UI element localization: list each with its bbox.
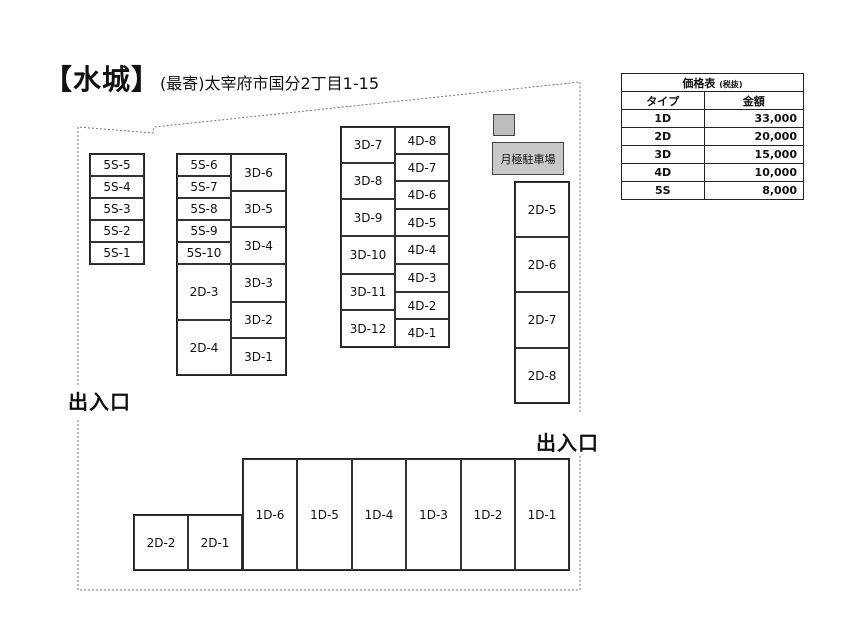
unit-4d-2[interactable]: 4D-2 xyxy=(395,292,449,319)
price-amount: 33,000 xyxy=(703,109,805,128)
unit-4d-6[interactable]: 4D-6 xyxy=(395,181,449,209)
unit-5s-5[interactable]: 5S-5 xyxy=(90,154,144,176)
unit-1d-3[interactable]: 1D-3 xyxy=(406,459,461,570)
unit-5s-8[interactable]: 5S-8 xyxy=(177,198,231,220)
price-row: 5S 8,000 xyxy=(621,181,805,200)
price-table: 価格表 (税抜) タイプ 金額 1D 33,000 2D 20,000 3D 1… xyxy=(621,73,805,200)
unit-1d-1[interactable]: 1D-1 xyxy=(515,459,569,570)
unit-5s-3[interactable]: 5S-3 xyxy=(90,198,144,220)
unit-3d-12[interactable]: 3D-12 xyxy=(341,310,395,347)
unit-3d-1[interactable]: 3D-1 xyxy=(231,338,286,375)
unit-4d-7[interactable]: 4D-7 xyxy=(395,154,449,181)
entrance-left: 出入口 xyxy=(68,390,131,414)
price-amount: 15,000 xyxy=(703,145,805,164)
price-row: 3D 15,000 xyxy=(621,145,805,164)
unit-2d-2[interactable]: 2D-2 xyxy=(134,515,188,570)
unit-5s-10[interactable]: 5S-10 xyxy=(177,242,231,264)
price-row: 4D 10,000 xyxy=(621,163,805,182)
unit-3d-10[interactable]: 3D-10 xyxy=(341,236,395,274)
price-amount: 8,000 xyxy=(703,181,805,200)
unit-1d-4[interactable]: 1D-4 xyxy=(352,459,406,570)
price-amount: 20,000 xyxy=(703,127,805,146)
price-table-col-type: タイプ xyxy=(621,91,705,110)
unit-3d-7[interactable]: 3D-7 xyxy=(341,127,395,163)
site-name: 【水城】 xyxy=(44,63,161,96)
unit-2d-1[interactable]: 2D-1 xyxy=(188,515,242,570)
unit-5s-4[interactable]: 5S-4 xyxy=(90,176,144,198)
unit-2d-3[interactable]: 2D-3 xyxy=(177,264,231,320)
price-table-col-amount: 金額 xyxy=(703,91,805,110)
price-amount: 10,000 xyxy=(703,163,805,182)
price-row: 1D 33,000 xyxy=(621,109,805,128)
price-table-title: 価格表 (税抜) xyxy=(621,73,804,92)
price-type: 2D xyxy=(621,127,705,146)
unit-3d-11[interactable]: 3D-11 xyxy=(341,274,395,310)
unit-3d-3[interactable]: 3D-3 xyxy=(231,264,286,302)
unit-4d-4[interactable]: 4D-4 xyxy=(395,236,449,264)
unit-2d-6[interactable]: 2D-6 xyxy=(515,237,569,292)
unit-1d-5[interactable]: 1D-5 xyxy=(297,459,352,570)
unit-4d-8[interactable]: 4D-8 xyxy=(395,127,449,154)
unit-3d-2[interactable]: 3D-2 xyxy=(231,302,286,338)
unit-5s-2[interactable]: 5S-2 xyxy=(90,220,144,242)
unit-5s-1[interactable]: 5S-1 xyxy=(90,242,144,264)
unit-4d-3[interactable]: 4D-3 xyxy=(395,264,449,292)
unit-3d-5[interactable]: 3D-5 xyxy=(231,191,286,227)
unit-4d-1[interactable]: 4D-1 xyxy=(395,319,449,347)
unit-2d-5[interactable]: 2D-5 xyxy=(515,182,569,237)
price-type: 4D xyxy=(621,163,705,182)
unit-5s-9[interactable]: 5S-9 xyxy=(177,220,231,242)
page-title: 【水城】(最寄)太宰府市国分2丁目1-15 xyxy=(44,58,379,98)
unit-3d-8[interactable]: 3D-8 xyxy=(341,163,395,199)
unit-1d-6[interactable]: 1D-6 xyxy=(243,459,297,570)
unit-5s-7[interactable]: 5S-7 xyxy=(177,176,231,198)
unit-3d-9[interactable]: 3D-9 xyxy=(341,199,395,236)
price-type: 1D xyxy=(621,109,705,128)
unit-4d-5[interactable]: 4D-5 xyxy=(395,209,449,236)
unit-2d-8[interactable]: 2D-8 xyxy=(515,348,569,403)
price-type: 5S xyxy=(621,181,705,200)
unit-3d-6[interactable]: 3D-6 xyxy=(231,154,286,191)
price-type: 3D xyxy=(621,145,705,164)
unit-5s-6[interactable]: 5S-6 xyxy=(177,154,231,176)
monthly-parking-label: 月極駐車場 xyxy=(492,142,564,175)
price-row: 2D 20,000 xyxy=(621,127,805,146)
parking-marker xyxy=(493,114,515,136)
entrance-right: 出入口 xyxy=(536,431,599,455)
site-address: (最寄)太宰府市国分2丁目1-15 xyxy=(160,74,379,93)
unit-2d-4[interactable]: 2D-4 xyxy=(177,320,231,375)
unit-1d-2[interactable]: 1D-2 xyxy=(461,459,515,570)
unit-3d-4[interactable]: 3D-4 xyxy=(231,227,286,264)
unit-2d-7[interactable]: 2D-7 xyxy=(515,292,569,348)
